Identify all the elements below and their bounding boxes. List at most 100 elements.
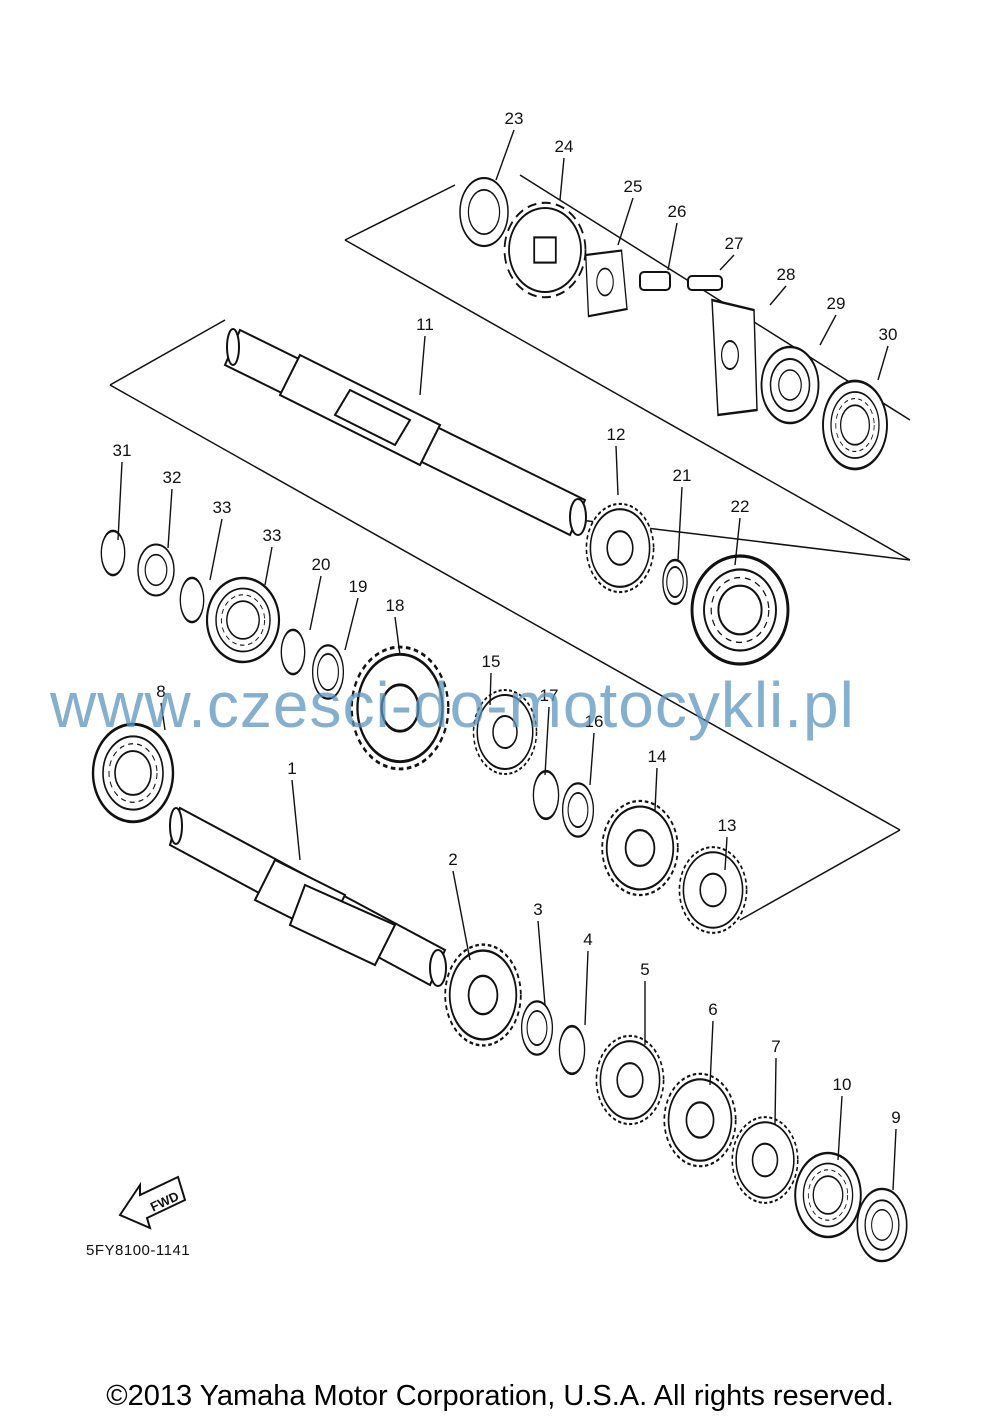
gear-13 <box>678 846 748 934</box>
leader-line-18 <box>394 616 401 656</box>
leader-line-3 <box>537 920 546 1006</box>
callout-11: 11 <box>416 315 434 334</box>
leader-line-24 <box>559 157 565 201</box>
leader-line-12 <box>615 445 619 496</box>
callout-12: 12 <box>607 425 626 444</box>
part-code: 5FY8100-1141 <box>86 1242 191 1259</box>
circlip-4 <box>558 1024 586 1076</box>
circlip-33-left <box>100 529 126 577</box>
callout-29: 29 <box>827 294 846 313</box>
callout-28: 28 <box>777 265 796 284</box>
collar-32 <box>137 543 175 597</box>
callout-6: 6 <box>708 1000 717 1019</box>
leader-line-23 <box>495 129 515 181</box>
bolt-29 <box>687 275 723 291</box>
callout-33: 33 <box>263 526 282 545</box>
callout-33: 33 <box>213 498 232 517</box>
callout-8: 8 <box>156 682 165 701</box>
leader-line-17 <box>544 706 550 776</box>
bearing-31 <box>821 379 889 471</box>
leader-line-10 <box>837 1095 843 1161</box>
leader-line-32 <box>167 488 173 549</box>
callout-5: 5 <box>640 960 649 979</box>
leader-line-15 <box>489 672 492 706</box>
leader-line-20 <box>309 575 322 631</box>
bearing-22 <box>690 554 790 666</box>
callout-9: 9 <box>891 1108 900 1127</box>
gear-6 <box>663 1072 737 1168</box>
bearing-24 <box>205 576 281 664</box>
callout-13: 13 <box>718 816 737 835</box>
circlip-20 <box>280 628 306 676</box>
gear-15 <box>472 689 538 775</box>
leader-line-19 <box>344 597 359 651</box>
callout-23: 23 <box>505 109 524 128</box>
callout-1: 1 <box>287 759 296 778</box>
plate-28 <box>711 298 758 417</box>
bearing-10 <box>793 1151 863 1239</box>
callout-21: 21 <box>673 466 692 485</box>
bearing-8 <box>91 722 175 824</box>
callout-7: 7 <box>771 1037 780 1056</box>
callout-15: 15 <box>482 652 501 671</box>
main-axle-1 <box>168 806 447 987</box>
callout-4: 4 <box>583 930 592 949</box>
oil-seal-9 <box>856 1187 908 1263</box>
gear-7 <box>731 1116 799 1204</box>
callout-24: 24 <box>555 137 574 156</box>
callout-14: 14 <box>648 747 667 766</box>
washer-19 <box>311 644 345 700</box>
washer-3 <box>520 1000 554 1056</box>
drive-sprocket-25 <box>503 201 587 299</box>
leader-line-26 <box>667 222 678 271</box>
leader-line-27 <box>719 254 735 271</box>
circlip-17 <box>532 769 560 821</box>
callout-30: 30 <box>879 325 898 344</box>
leader-line-2 <box>452 870 471 961</box>
leader-line-22 <box>734 517 741 566</box>
leader-line-28 <box>769 285 787 306</box>
leader-line-9 <box>892 1128 897 1191</box>
leader-line-30 <box>877 345 889 381</box>
gear-14 <box>601 799 679 897</box>
callout-labels: 1234567891011121314151617181920212223242… <box>113 109 901 1191</box>
leader-line-7 <box>774 1057 777 1126</box>
leader-line-16 <box>589 732 595 786</box>
callout-22: 22 <box>731 497 750 516</box>
bolt-27 <box>639 271 671 291</box>
leader-line-14 <box>654 767 658 811</box>
callout-20: 20 <box>312 555 331 574</box>
leader-line-33 <box>264 546 273 586</box>
leader-line-31 <box>117 461 123 541</box>
leader-line-1 <box>291 779 301 861</box>
oil-seal-30 <box>760 345 820 425</box>
leader-line-21 <box>677 486 683 561</box>
drive-axle-11 <box>223 328 587 537</box>
leader-line-13 <box>724 836 728 871</box>
circlip-33-right <box>179 576 205 624</box>
callout-19: 19 <box>349 577 368 596</box>
copyright-text: ©2013 Yamaha Motor Corporation, U.S.A. A… <box>106 1380 894 1412</box>
leader-line-8 <box>160 702 166 731</box>
lock-washer-26 <box>585 249 628 318</box>
assembly-outline-upper <box>344 174 911 561</box>
leader-line-11 <box>419 335 426 396</box>
washer-21 <box>662 558 688 606</box>
callout-31: 31 <box>113 441 132 460</box>
leader-line-29 <box>819 314 837 346</box>
leader-line-25 <box>617 197 634 246</box>
callout-18: 18 <box>386 596 405 615</box>
callout-26: 26 <box>668 202 687 221</box>
callout-10: 10 <box>833 1075 852 1094</box>
callout-27: 27 <box>725 234 744 253</box>
callout-32: 32 <box>163 468 182 487</box>
leader-line-33 <box>209 518 223 581</box>
leader-line-6 <box>709 1020 714 1086</box>
callout-2: 2 <box>448 850 457 869</box>
callout-17: 17 <box>540 686 559 705</box>
gear-18 <box>350 645 450 771</box>
fwd-arrow-icon: FWD <box>118 1175 187 1230</box>
gear-2 <box>444 943 522 1047</box>
callout-16: 16 <box>585 712 604 731</box>
